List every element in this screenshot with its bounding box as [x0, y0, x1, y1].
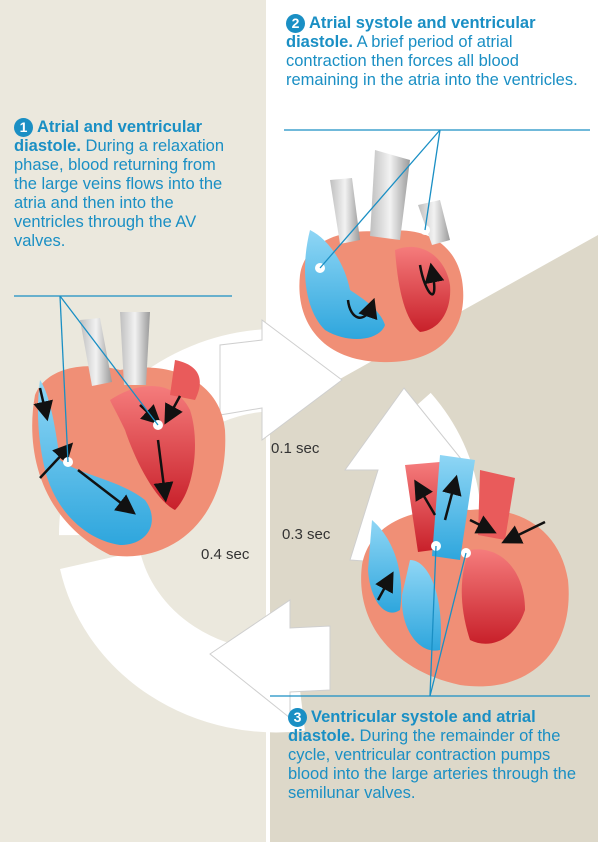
heart-2: [299, 150, 464, 363]
step-2-number-badge: 2: [286, 14, 305, 33]
heart-3: [361, 455, 569, 687]
step-3-heading: Ventricular systole and atrial diastole.: [288, 708, 536, 745]
duration-label-ventricular-systole: 0.3 sec: [282, 526, 331, 543]
step-1-number-badge: 1: [14, 118, 33, 137]
step-3-body: During the remainder of the cycle, ventr…: [288, 727, 577, 802]
step-1-body: During a relaxation phase, blood returni…: [14, 137, 225, 250]
duration-label-atrial-systole: 0.1 sec: [271, 440, 320, 457]
leader-lines: [14, 129, 590, 697]
step-2-body: A brief period of atrial contraction the…: [286, 33, 578, 89]
duration-label-diastole: 0.4 sec: [201, 546, 250, 563]
step-1-heading: Atrial and ventricular diastole.: [14, 118, 203, 155]
step-2-heading: Atrial systole and ventricular diastole.: [286, 14, 536, 51]
cycle-arrow-1: [219, 319, 343, 441]
step-3-number-badge: 3: [288, 708, 307, 727]
heart-1: [32, 312, 226, 557]
